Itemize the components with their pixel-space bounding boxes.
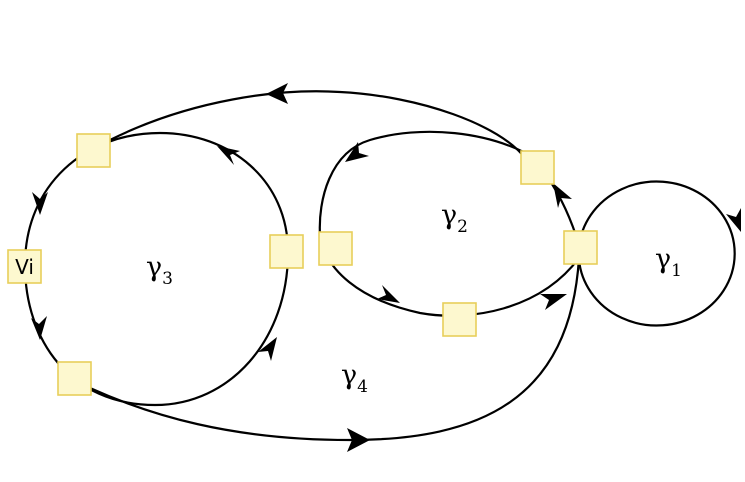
node-vi[interactable] [7, 249, 42, 284]
arrow-gamma3-left-lower [31, 316, 47, 340]
gamma1-loop-edge [577, 180, 736, 327]
node-c2-bottom[interactable] [442, 302, 477, 337]
gamma4-label: γ4 [341, 360, 368, 397]
node-c3-top[interactable] [76, 133, 111, 168]
node-vi-label: Vi [15, 255, 34, 279]
arrow-outer-bottom [347, 428, 370, 452]
node-junction[interactable] [563, 230, 598, 265]
node-c3-bottom[interactable] [57, 361, 92, 396]
arrow-gamma2-bottom-right [540, 294, 567, 310]
arrow-gamma3-top [217, 146, 240, 165]
arrow-gamma3-left-upper [32, 192, 48, 215]
arrow-gamma2-bottom-left [377, 285, 400, 303]
arrow-gamma3-bottom-right [258, 337, 277, 361]
arrow-gamma2-top [345, 142, 369, 162]
arrow-link-up [553, 183, 572, 208]
outer-top-edge [109, 90, 526, 159]
node-c3-right[interactable] [269, 234, 304, 269]
gamma3-label: γ3 [146, 252, 173, 289]
gamma1-label: γ1 [655, 244, 682, 281]
node-c2-top-right[interactable] [520, 150, 555, 185]
arrow-outer-top [266, 83, 288, 104]
node-c2-left[interactable] [318, 231, 353, 266]
gamma2-label: γ2 [441, 200, 468, 237]
arrow-gamma1 [726, 208, 741, 232]
